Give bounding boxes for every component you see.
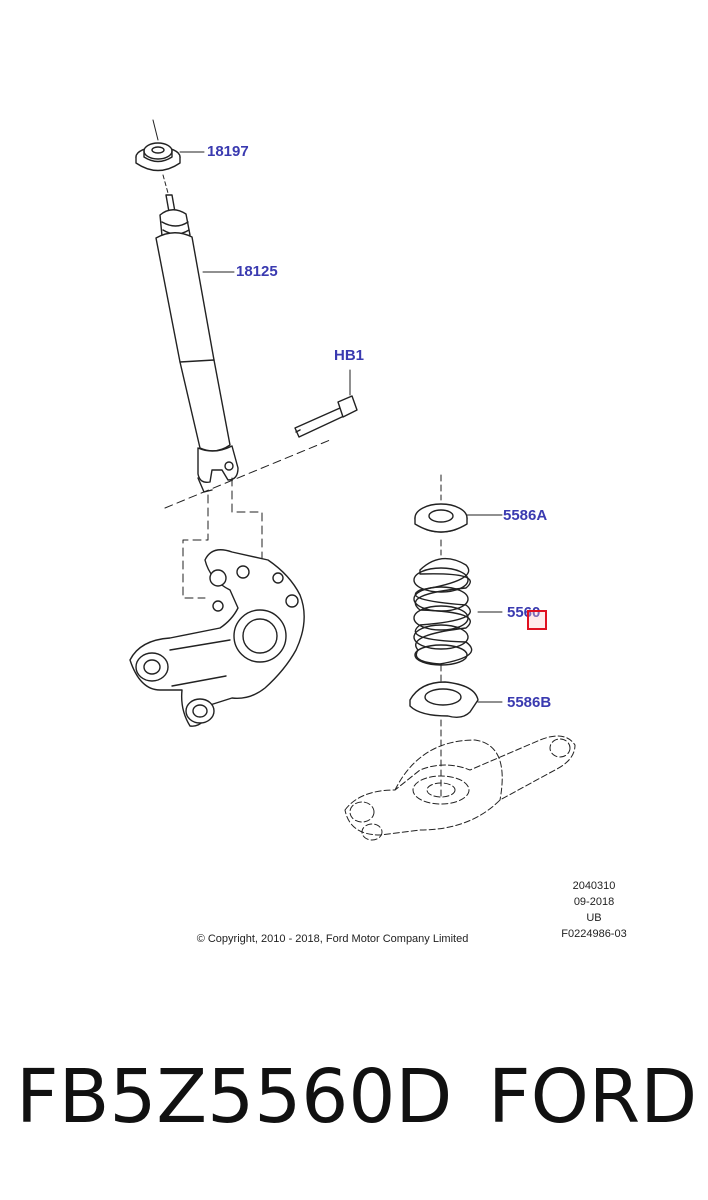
callout-shock-absorber[interactable]: 18125 [236, 263, 278, 280]
lower-control-arm-part [344, 735, 576, 841]
coil-spring-part [413, 539, 503, 666]
assembly-lines-left [164, 439, 331, 599]
knuckle-assembly-part [129, 549, 305, 727]
top-mount-part [135, 119, 205, 172]
lower-spring-seat-part [409, 664, 503, 801]
callout-top-mount[interactable]: 18197 [207, 143, 249, 160]
drawing-date: 09-2018 [573, 896, 615, 908]
shock-absorber-part [155, 174, 239, 493]
parts-diagram [129, 119, 576, 841]
part-number: FB5Z5560D [16, 1054, 453, 1140]
drawing-id: F0224986-03 [561, 928, 627, 940]
highlight-marker [527, 610, 547, 630]
bolt-part [294, 369, 358, 438]
brand-name: FORD [488, 1054, 698, 1140]
callout-bolt[interactable]: HB1 [334, 347, 365, 364]
copyright-text: © Copyright, 2010 - 2018, Ford Motor Com… [196, 933, 469, 945]
drawing-region: UB [586, 912, 602, 924]
callout-upper-spring-seat[interactable]: 5586A [503, 507, 548, 524]
callout-coil-spring[interactable]: 5560 [507, 604, 541, 621]
drawing-code: 2040310 [572, 880, 616, 892]
upper-spring-seat-part [414, 474, 503, 533]
drawing-meta: 2040310 09-2018 UB F0224986-03 [558, 878, 630, 942]
callout-lower-spring-seat[interactable]: 5586B [507, 694, 552, 711]
